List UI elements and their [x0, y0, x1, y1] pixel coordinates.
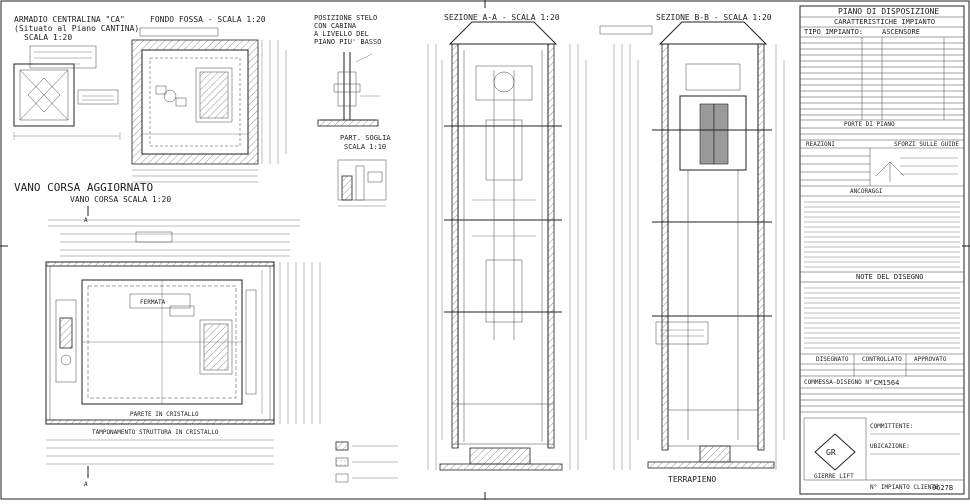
svg-text:A: A	[84, 481, 88, 488]
armadio-subtitle: (Situato al Piano CANTINA)	[14, 24, 139, 33]
sezione-aa-title: SEZIONE A-A - SCALA 1:20	[444, 13, 560, 22]
parete-label: PARETE IN CRISTALLO	[130, 411, 199, 418]
armadio-scale: SCALA 1:20	[24, 33, 72, 42]
posizione-stelo-view: POSIZIONE STELO CON CABINA A LIVELLO DEL…	[314, 14, 381, 127]
svg-text:A: A	[84, 217, 88, 224]
commessa-label: COMMESSA-DISEGNO N°:	[804, 379, 876, 386]
bb-roof	[658, 21, 768, 45]
fondo-fossa-title: FONDO FOSSA - SCALA 1:20	[150, 15, 266, 24]
bb-note-box	[655, 321, 709, 345]
bb-cabin	[679, 95, 747, 171]
tamponamento-label: TAMPONAMENTO STRUTTURA IN CRISTALLO	[92, 429, 219, 436]
vano-corsa-view: VANO CORSA AGGIORNATO VANO CORSA SCALA 1…	[14, 181, 398, 488]
soglia-scale: SCALA 1:10	[344, 143, 386, 151]
vano-scale: VANO CORSA SCALA 1:20	[70, 195, 171, 204]
title-sub: CARATTERISTICHE IMPIANTO	[834, 18, 935, 26]
approvato-label: APPROVATO	[914, 356, 947, 363]
section-ancoraggi: ANCORAGGI	[850, 188, 883, 195]
sezione-bb-title: SEZIONE B-B - SCALA 1:20	[656, 13, 772, 22]
soglia-label: PART. SOGLIA	[340, 134, 391, 142]
committente-label: COMMITTENTE:	[870, 423, 913, 430]
disegnato-label: DISEGNATO	[816, 356, 849, 363]
title-block: PIANO DI DISPOSIZIONE CARATTERISTICHE IM…	[799, 5, 965, 495]
section-porte: PORTE DI PIANO	[844, 121, 895, 128]
armadio-title: ARMADIO CENTRALINA "CA"	[14, 15, 125, 24]
section-sforzi: SFORZI SULLE GUIDE	[894, 141, 959, 148]
notes-text-lines	[804, 201, 960, 268]
fondo-fossa-view: FONDO FOSSA - SCALA 1:20	[131, 15, 287, 183]
tipo-impianto-value: ASCENSORE	[882, 28, 920, 36]
vano-title: VANO CORSA AGGIORNATO	[14, 181, 153, 194]
company-name: GIERRE LIFT	[814, 473, 854, 480]
title-main: PIANO DI DISPOSIZIONE	[838, 7, 939, 16]
stelo-label-3: A LIVELLO DEL	[314, 30, 369, 38]
note-lines	[804, 287, 960, 349]
section-reazioni: REAZIONI	[806, 141, 835, 148]
part-soglia-view: PART. SOGLIA SCALA 1:10	[337, 134, 391, 207]
note-heading: NOTE DEL DISEGNO	[856, 273, 923, 281]
stelo-label-4: PIANO PIU' BASSO	[314, 38, 381, 46]
n-impianto-label: N° IMPIANTO CLIENTE	[870, 484, 939, 491]
stelo-label-2: CON CABINA	[314, 22, 357, 30]
terrapieno-label: TERRAPIENO	[668, 475, 716, 484]
stelo-label-1: POSIZIONE STELO	[314, 14, 377, 22]
aa-roof	[448, 21, 558, 45]
logo-text: GR	[826, 448, 836, 457]
ubicazione-label: UBICAZIONE:	[870, 443, 910, 450]
fermata-label: FERMATA	[140, 299, 166, 306]
spec-table	[800, 37, 964, 121]
sezione-aa-view: SEZIONE A-A - SCALA 1:20	[427, 13, 587, 471]
commessa-value: CM1564	[874, 379, 899, 387]
n-impianto-value: 0627B	[932, 484, 953, 492]
sezione-bb-view: SEZIONE B-B - SCALA 1:20 TERRAPIENO	[599, 13, 785, 484]
vano-shaft-outline	[45, 261, 275, 425]
armadio-centralina-view: ARMADIO CENTRALINA "CA" (Situato al Pian…	[13, 15, 139, 140]
company-logo	[814, 433, 856, 471]
controllato-label: CONTROLLATO	[862, 356, 902, 363]
tipo-impianto-label: TIPO IMPIANTO:	[804, 28, 863, 36]
